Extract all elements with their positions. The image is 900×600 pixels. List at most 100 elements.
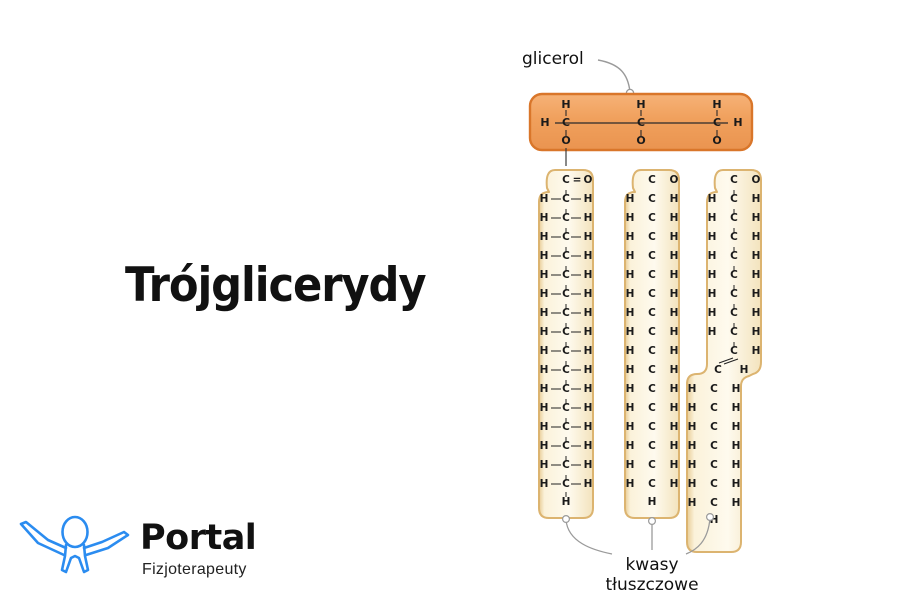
chain-hydrogen-right: H xyxy=(752,345,761,357)
head-carbon: C xyxy=(648,174,656,186)
chain-hydrogen-right: H xyxy=(752,231,761,243)
chain-carbon: C xyxy=(730,288,738,300)
chain-hydrogen-right: H xyxy=(670,288,679,300)
chain-hydrogen-right: H xyxy=(584,269,593,281)
chain-hydrogen-right: H xyxy=(670,269,679,281)
chain-carbon: C xyxy=(648,326,656,338)
chain-hydrogen-left: H xyxy=(708,326,717,338)
chain-carbon: C xyxy=(562,326,570,338)
chain-hydrogen-left: H xyxy=(540,383,549,395)
chain-hydrogen-right: H xyxy=(584,364,593,376)
head-oxygen: O xyxy=(752,174,761,186)
chain-hydrogen-left: H xyxy=(540,231,549,243)
chain-hydrogen-left: H xyxy=(540,250,549,262)
chain-hydrogen-right: H xyxy=(670,383,679,395)
chain-hydrogen-left: H xyxy=(540,364,549,376)
chain-hydrogen-left: H xyxy=(708,250,717,262)
chain-hydrogen-left: H xyxy=(626,383,635,395)
chain-hydrogen-right: H xyxy=(670,250,679,262)
chain-carbon: C xyxy=(562,459,570,471)
svg-text:H: H xyxy=(540,116,549,129)
chain-hydrogen-right: H xyxy=(732,402,741,414)
glycerol-group: H C O H H C O H C O H xyxy=(528,92,754,152)
chain-hydrogen-right: H xyxy=(732,459,741,471)
svg-text:H: H xyxy=(561,98,570,111)
chain-hydrogen-right: H xyxy=(584,459,593,471)
chain-hydrogen-left: H xyxy=(540,326,549,338)
head-carbon: C xyxy=(562,174,570,186)
chain-hydrogen-left: H xyxy=(688,497,697,509)
chain-hydrogen-right: H xyxy=(670,193,679,205)
chain-hydrogen-right: H xyxy=(584,307,593,319)
chain-hydrogen-right: H xyxy=(584,421,593,433)
chain-hydrogen-right: H xyxy=(584,440,593,452)
logo-name: Portal xyxy=(140,518,257,558)
chain-hydrogen-right: H xyxy=(752,212,761,224)
chain-hydrogen-right: H xyxy=(670,421,679,433)
fatty-acids-callout: kwasy tłuszczowe xyxy=(561,513,715,590)
chain-carbon: C xyxy=(562,440,570,452)
chain-hydrogen-right: H xyxy=(752,288,761,300)
chain-hydrogen-right: H xyxy=(584,250,593,262)
double-bond-stroke xyxy=(723,358,739,365)
chain-hydrogen-left: H xyxy=(540,269,549,281)
chain-carbon: C xyxy=(648,364,656,376)
chain-hydrogen-left: H xyxy=(708,193,717,205)
chain-carbon: C xyxy=(648,231,656,243)
chain-carbon: C xyxy=(648,250,656,262)
chain-hydrogen-left: H xyxy=(626,326,635,338)
logo: Portal Fizjoterapeuty xyxy=(18,508,268,588)
chain-carbon: C xyxy=(710,459,718,471)
chain-hydrogen-left: H xyxy=(540,288,549,300)
chain-hydrogen-right: H xyxy=(670,345,679,357)
chain-hydrogen-right: H xyxy=(752,326,761,338)
chain-hydrogen-left: H xyxy=(708,307,717,319)
chain-hydrogen-right: H xyxy=(670,459,679,471)
portal-figure-icon xyxy=(18,510,133,591)
head-oxygen: O xyxy=(670,174,679,186)
chain-capsule xyxy=(624,169,680,519)
chain-carbon: C xyxy=(648,345,656,357)
chain-hydrogen-right: H xyxy=(584,326,593,338)
chain-hydrogen-right: H xyxy=(584,288,593,300)
chain-hydrogen-right: H xyxy=(670,478,679,490)
chain-hydrogen-left: H xyxy=(540,440,549,452)
chain-hydrogen-right: H xyxy=(670,231,679,243)
chain-hydrogen-right: H xyxy=(740,364,749,376)
chain-carbon: C xyxy=(562,421,570,433)
chain-carbon: C xyxy=(562,383,570,395)
chain-carbon: C xyxy=(730,193,738,205)
svg-text:H: H xyxy=(712,98,721,111)
chain-hydrogen-right: H xyxy=(670,364,679,376)
chain-carbon: C xyxy=(562,402,570,414)
chain-carbon: C xyxy=(730,307,738,319)
triglyceride-diagram: glicerol H C O H H C O xyxy=(500,30,890,590)
chain-carbon: C xyxy=(730,231,738,243)
chain-hydrogen-left: H xyxy=(540,345,549,357)
chain-hydrogen-left: H xyxy=(688,421,697,433)
chain-hydrogen-right: H xyxy=(752,250,761,262)
svg-text:O: O xyxy=(712,134,721,147)
chain-hydrogen-left: H xyxy=(626,231,635,243)
chain-hydrogen-left: H xyxy=(540,421,549,433)
chain-hydrogen-left: H xyxy=(708,288,717,300)
chain-carbon: C xyxy=(648,193,656,205)
chain-carbon: C xyxy=(710,440,718,452)
chain-hydrogen-right: H xyxy=(670,212,679,224)
chain-hydrogen-left: H xyxy=(540,212,549,224)
chain-hydrogen-left: H xyxy=(626,307,635,319)
chain-carbon: C xyxy=(562,364,570,376)
chain-hydrogen-left: H xyxy=(626,212,635,224)
chain-hydrogen-left: H xyxy=(708,212,717,224)
chain-hydrogen-right: H xyxy=(584,402,593,414)
chain-hydrogen-left: H xyxy=(540,307,549,319)
head-carbon: C xyxy=(730,174,738,186)
chain-carbon: C xyxy=(710,478,718,490)
chain-carbon: C xyxy=(562,231,570,243)
chain-carbon: C xyxy=(648,212,656,224)
chain-hydrogen-right: H xyxy=(752,193,761,205)
chain-hydrogen-left: H xyxy=(626,364,635,376)
chain-carbon: C xyxy=(710,383,718,395)
chain-carbon: C xyxy=(562,307,570,319)
